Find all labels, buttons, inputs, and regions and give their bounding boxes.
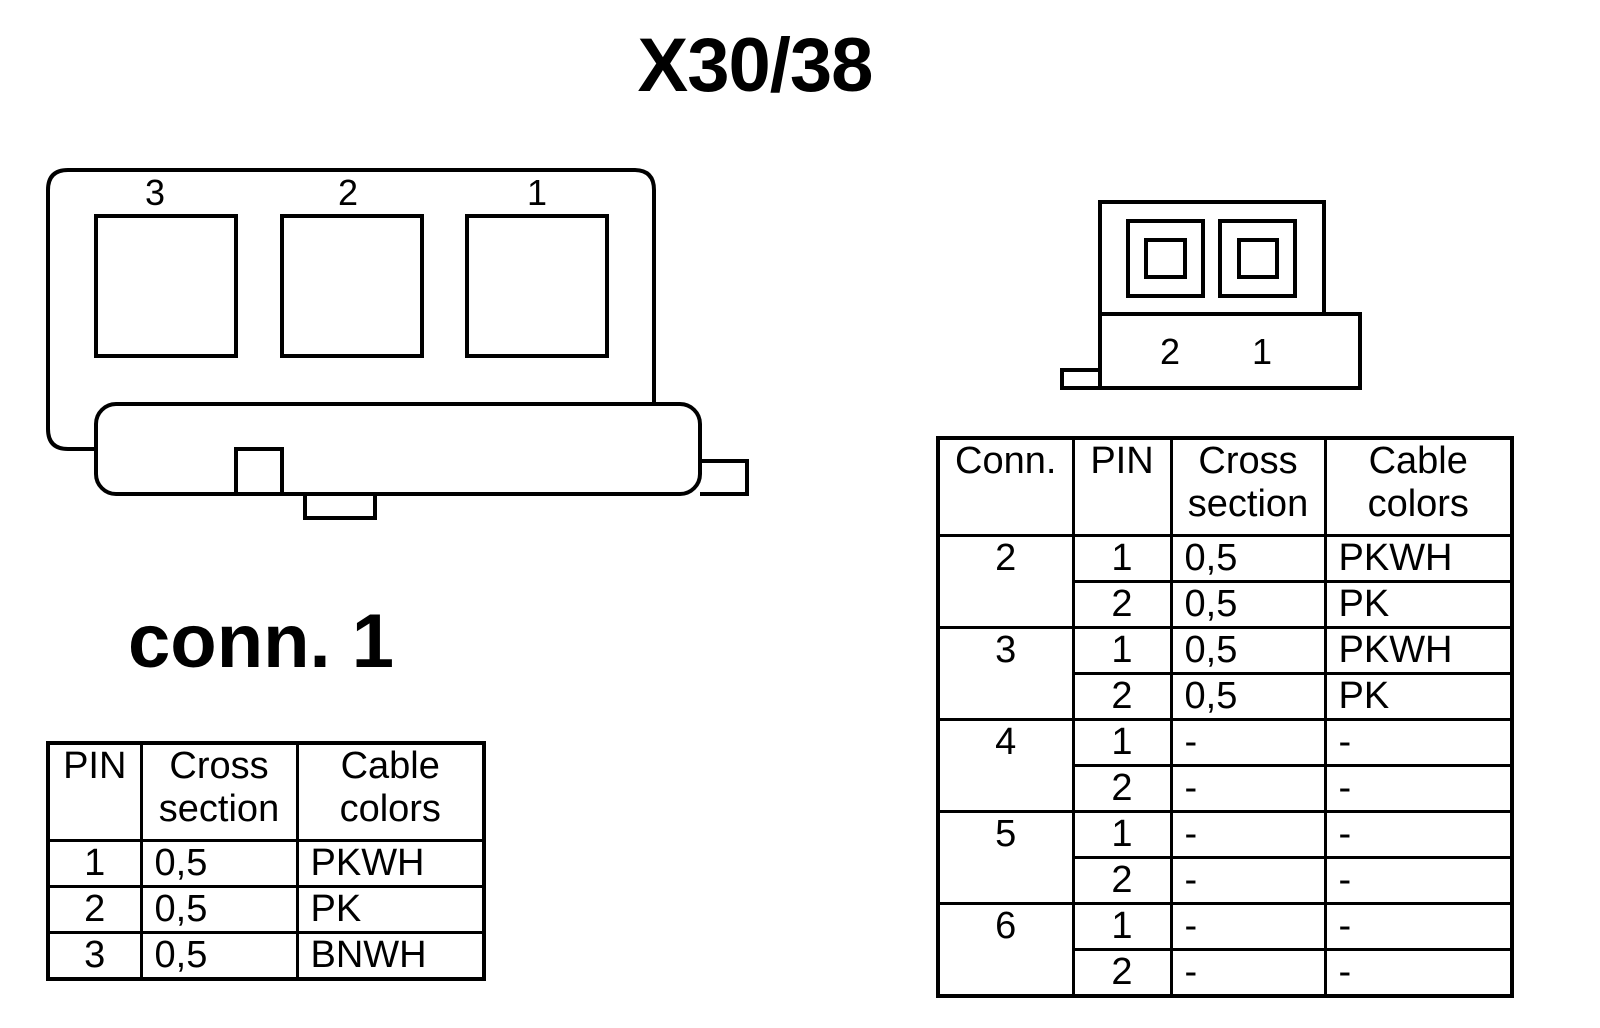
pin-cell: 2 <box>46 885 143 934</box>
table-header-row: Conn. PIN Cross section Cable colors <box>936 436 1514 537</box>
connector-1-cavity-3 <box>94 214 238 358</box>
header-text: colors <box>1367 483 1469 525</box>
connector-2-cavity-2-outer <box>1126 219 1205 298</box>
pin-cell: 1 <box>1071 902 1173 951</box>
table-row: 2 - - <box>938 764 1514 813</box>
connector-2-pin-number: 2 <box>1160 331 1180 372</box>
pin-cell: 2 <box>1071 948 1173 998</box>
header-pin: PIN <box>1071 436 1173 537</box>
cross-section-cell: 0,5 <box>1169 580 1327 629</box>
cable-color-cell: - <box>1323 764 1514 813</box>
pin-cell: 2 <box>1071 672 1173 721</box>
connector-2-pin-number: 1 <box>1252 331 1272 372</box>
conn-cell: 6 <box>936 902 1075 998</box>
conn-cell: 5 <box>936 810 1075 905</box>
pin-cell: 1 <box>1071 718 1173 767</box>
cross-section-cell: 0,5 <box>139 839 299 888</box>
header-cable-colors: Cable colors <box>1323 436 1514 537</box>
cable-color-cell: - <box>1323 902 1514 951</box>
cable-color-cell: PKWH <box>1323 534 1514 583</box>
cable-color-cell: - <box>1323 810 1514 859</box>
cross-section-cell: - <box>1169 856 1327 905</box>
header-pin: PIN <box>46 741 143 842</box>
pin-cell: 1 <box>46 839 143 888</box>
cable-color-cell: PKWH <box>1323 626 1514 675</box>
cable-color-cell: - <box>1323 948 1514 998</box>
cross-section-cell: 0,5 <box>139 931 299 981</box>
cross-section-cell: 0,5 <box>1169 534 1327 583</box>
header-text: Cross <box>169 745 269 787</box>
pin-cell: 2 <box>1071 856 1173 905</box>
table-row: 2 1 0,5 PKWH <box>936 534 1514 629</box>
cable-color-cell: - <box>1323 856 1514 905</box>
connector-1-drawing: 3 2 1 <box>46 168 749 520</box>
cross-section-cell: - <box>1169 810 1327 859</box>
cross-section-cell: - <box>1169 948 1327 998</box>
conn-cell: 3 <box>936 626 1075 721</box>
connector-1-table: PIN Cross section Cable colors 1 0,5 PKW… <box>46 741 486 981</box>
connector-2-cavity-1-outer <box>1218 219 1297 298</box>
pin-cell: 1 <box>1071 626 1173 675</box>
conn-cell: 2 <box>936 534 1075 629</box>
pin-cell: 1 <box>1071 534 1173 583</box>
cable-color-cell: PK <box>295 885 486 934</box>
cross-section-cell: 0,5 <box>139 885 299 934</box>
header-cross-section: Cross section <box>1169 436 1327 537</box>
cross-section-cell: - <box>1169 718 1327 767</box>
pin-cell: 1 <box>1071 810 1173 859</box>
connector-2-table: Conn. PIN Cross section Cable colors 2 1… <box>936 436 1514 998</box>
connector-1-pin-number: 2 <box>338 172 358 213</box>
table-row: 2 0,5 PK <box>938 672 1514 721</box>
table-row: 3 0,5 BNWH <box>46 931 486 981</box>
pin-cell: 3 <box>46 931 143 981</box>
connector-1-label: conn. 1 <box>128 599 395 684</box>
table-row: 2 - - <box>938 948 1514 998</box>
connector-1-cavity-1 <box>465 214 609 358</box>
table-row: 4 1 - - <box>936 718 1514 813</box>
cable-color-cell: PK <box>1323 580 1514 629</box>
cable-color-cell: PK <box>1323 672 1514 721</box>
connector-2-drawing: 2 1 <box>1060 200 1362 390</box>
cross-section-cell: 0,5 <box>1169 672 1327 721</box>
header-text: Cable <box>1368 440 1468 482</box>
cross-section-cell: 0,5 <box>1169 626 1327 675</box>
header-text: section <box>158 788 280 830</box>
table-row: 1 0,5 PKWH <box>46 839 486 888</box>
header-cross-section: Cross section <box>139 741 299 842</box>
header-cable-colors: Cable colors <box>295 741 486 842</box>
pin-cell: 2 <box>1071 764 1173 813</box>
connector-2-cavity-1-inner <box>1237 238 1279 279</box>
table-row: 2 0,5 PK <box>46 885 486 934</box>
connector-2-cavity-2-inner <box>1144 238 1187 279</box>
cable-color-cell: BNWH <box>295 931 486 981</box>
connector-1-bottom-key <box>303 492 377 520</box>
connector-1-housing <box>46 168 656 451</box>
connector-1-latch-base <box>94 402 702 496</box>
conn-cell: 4 <box>936 718 1075 813</box>
pin-cell: 2 <box>1071 580 1173 629</box>
header-conn: Conn. <box>936 436 1075 537</box>
header-text: Cable <box>340 745 440 787</box>
connector-1-pin-number: 3 <box>145 172 165 213</box>
table-row: 2 - - <box>938 856 1514 905</box>
cable-color-cell: PKWH <box>295 839 486 888</box>
diagram-title: X30/38 <box>637 23 874 108</box>
cross-section-cell: - <box>1169 764 1327 813</box>
table-row: 2 0,5 PK <box>938 580 1514 629</box>
connector-1-pin-number: 1 <box>527 172 547 213</box>
table-row: 5 1 - - <box>936 810 1514 905</box>
table-row: 3 1 0,5 PKWH <box>936 626 1514 721</box>
connector-1-side-key <box>700 459 749 496</box>
connector-2-key <box>1060 368 1102 390</box>
connector-2-base <box>1098 312 1362 390</box>
cross-section-cell: - <box>1169 902 1327 951</box>
connector-1-latch-tab <box>234 447 284 496</box>
header-text: colors <box>339 788 441 830</box>
table-row: 6 1 - - <box>936 902 1514 998</box>
header-text: Cross <box>1198 440 1298 482</box>
header-text: section <box>1187 483 1309 525</box>
connector-1-cavity-2 <box>280 214 424 358</box>
table-header-row: PIN Cross section Cable colors <box>46 741 486 842</box>
cable-color-cell: - <box>1323 718 1514 767</box>
